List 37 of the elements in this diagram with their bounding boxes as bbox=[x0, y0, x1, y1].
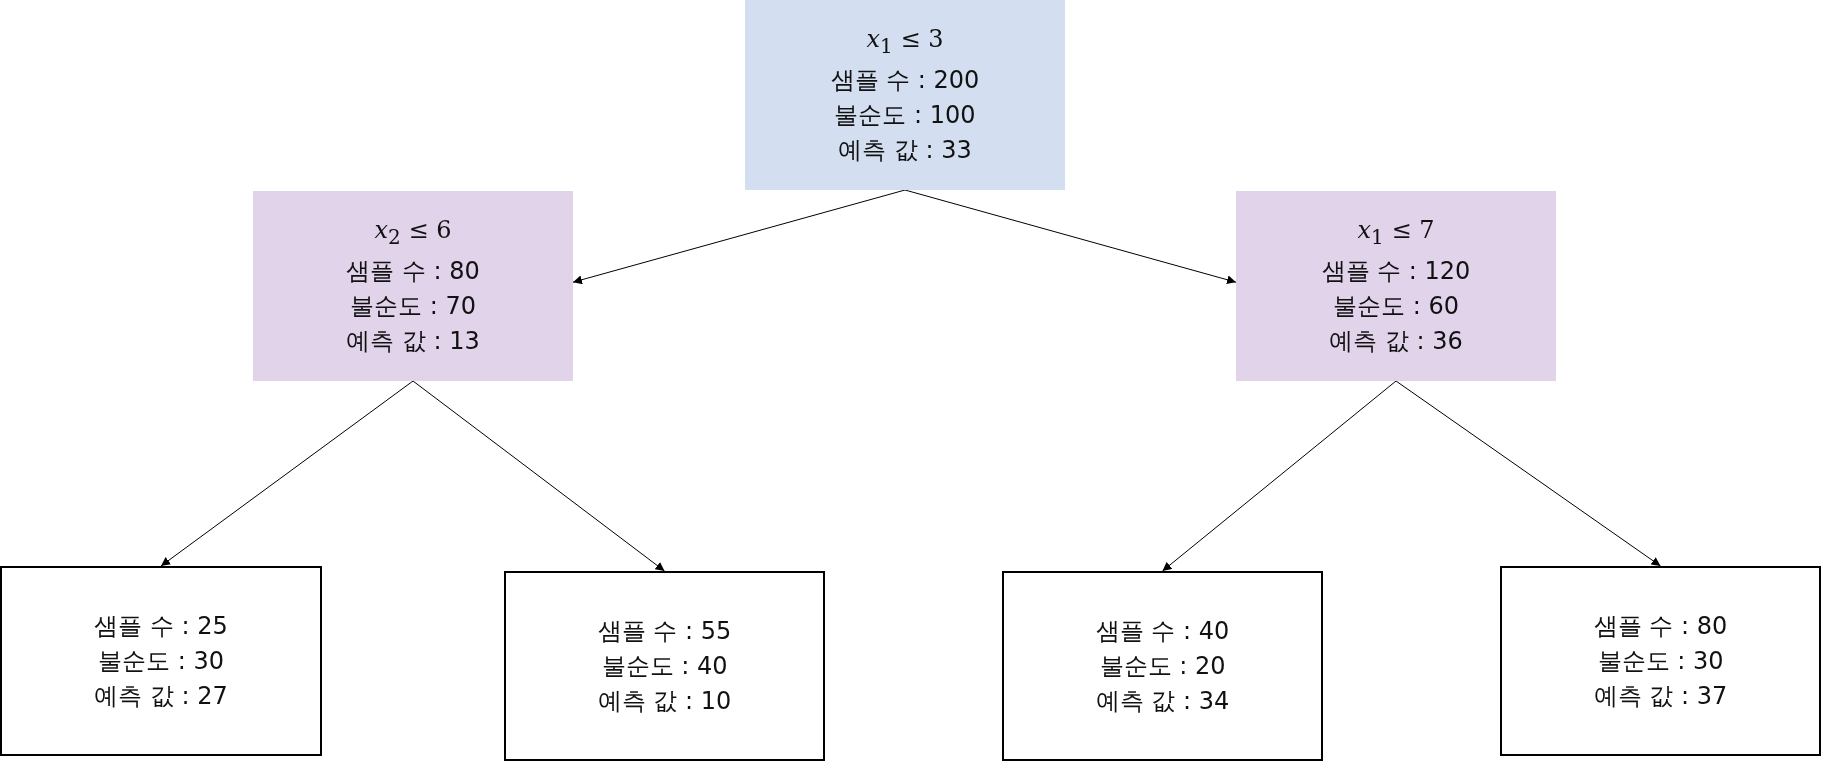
node-stat: 샘플 수 : 80 bbox=[346, 256, 480, 288]
leaf-node-box bbox=[504, 571, 825, 761]
node-stat: 불순도 : 30 bbox=[1597, 645, 1724, 677]
arrow bbox=[904, 189, 1237, 285]
node-stat: 샘플 수 : 55 bbox=[597, 615, 732, 647]
split-node-box bbox=[745, 0, 1065, 190]
node-stat: 예측 값 : 10 bbox=[597, 685, 732, 717]
node-stat: 예측 값 : 33 bbox=[838, 135, 972, 167]
node-stat: 불순도 : 100 bbox=[834, 100, 976, 132]
node-stat: 불순도 : 40 bbox=[601, 650, 728, 682]
leaf-node-box bbox=[1002, 571, 1323, 761]
arrow bbox=[412, 380, 665, 572]
node-stat: 예측 값 : 37 bbox=[1593, 680, 1728, 712]
split-condition: x$_{1}$ ≤ 7 bbox=[1357, 214, 1435, 251]
node-stat: 예측 값 : 27 bbox=[94, 680, 228, 712]
split-node-box bbox=[253, 191, 573, 381]
leaf-node-box bbox=[0, 566, 322, 756]
node-stat: 샘플 수 : 200 bbox=[830, 65, 980, 97]
arrow bbox=[1395, 380, 1661, 567]
split-node-box bbox=[1236, 191, 1556, 381]
node-stat: 샘플 수 : 80 bbox=[1593, 610, 1728, 642]
node-stat: 예측 값 : 36 bbox=[1329, 326, 1463, 358]
leaf-node-box bbox=[1500, 566, 1821, 756]
node-stat: 샘플 수 : 40 bbox=[1095, 615, 1230, 647]
node-stat: 예측 값 : 34 bbox=[1095, 685, 1230, 717]
node-stat: 불순도 : 20 bbox=[1099, 650, 1226, 682]
node-stat: 불순도 : 30 bbox=[98, 645, 224, 677]
arrow bbox=[572, 189, 906, 285]
split-condition: x$_{2}$ ≤ 6 bbox=[374, 214, 452, 251]
node-stat: 불순도 : 70 bbox=[350, 291, 476, 323]
node-stat: 샘플 수 : 120 bbox=[1321, 256, 1471, 288]
node-stat: 예측 값 : 13 bbox=[346, 326, 480, 358]
node-stat: 샘플 수 : 25 bbox=[94, 610, 228, 642]
node-stat: 불순도 : 60 bbox=[1333, 291, 1459, 323]
arrow bbox=[1162, 380, 1397, 572]
split-condition: x$_{1}$ ≤ 3 bbox=[866, 23, 944, 60]
arrow bbox=[160, 380, 414, 567]
